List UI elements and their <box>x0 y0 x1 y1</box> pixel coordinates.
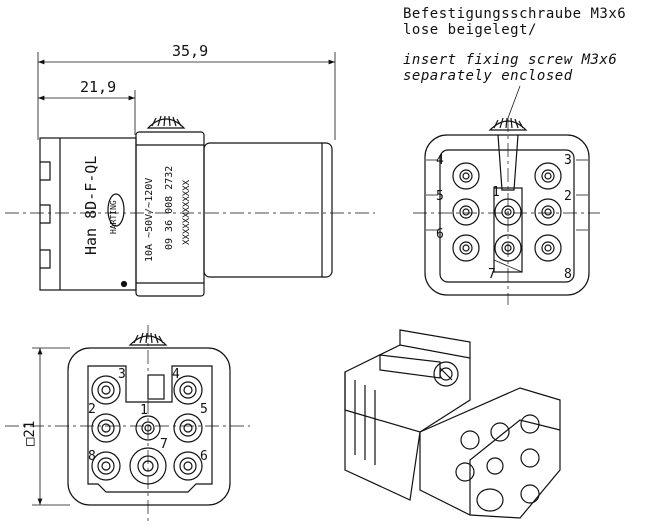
annotation-en-line1: insert fixing screw M3x6 <box>403 52 618 68</box>
pin-label: 5 <box>200 402 208 417</box>
annotation-de-line1: Befestigungsschraube M3x6 <box>403 6 627 22</box>
front-view <box>5 325 250 522</box>
pin-label: 4 <box>172 367 180 382</box>
top-view-pin-numbers: 4 3 5 2 6 8 1 7 <box>436 153 572 282</box>
dimension-overall-text: 35,9 <box>172 42 208 60</box>
pin-label: 4 <box>436 153 444 168</box>
side-view <box>5 52 375 297</box>
pin-label: 2 <box>88 402 96 417</box>
pin-label: 1 <box>140 403 148 418</box>
top-right-view <box>413 85 600 305</box>
part-number-label: 09 36 008 2732 <box>164 165 175 250</box>
pin-label: 5 <box>436 189 444 204</box>
pin-label: 7 <box>160 437 168 452</box>
pin-label: 8 <box>564 267 572 282</box>
serial-label: XXXXXXXXXXXX <box>182 179 192 245</box>
pin-label: 3 <box>564 153 572 168</box>
pin-label: 8 <box>88 449 96 464</box>
annotation-en-line2: separately enclosed <box>403 68 573 84</box>
dimension-body-text: 21,9 <box>80 78 116 96</box>
rating-label: 10A ~50V/~120V <box>144 177 155 262</box>
front-view-pin-numbers: 3 4 2 5 8 6 1 7 <box>88 367 208 464</box>
pin-label: 6 <box>436 227 444 242</box>
pin-label: 3 <box>118 367 126 382</box>
dimension-square-text: □21 <box>22 420 38 446</box>
top-right-contacts <box>452 162 562 262</box>
front-view-contacts <box>91 375 203 485</box>
brand-logo-text: HARTING <box>109 200 118 234</box>
annotation-de-line2: lose beigelegt/ <box>403 22 537 38</box>
model-label: Han 8D-F-QL <box>82 155 100 255</box>
pin-label: 6 <box>200 449 208 464</box>
pin-label: 1 <box>492 185 500 200</box>
pin-label: 2 <box>564 189 572 204</box>
pin-label: 7 <box>488 267 496 282</box>
isometric-view <box>344 329 561 519</box>
